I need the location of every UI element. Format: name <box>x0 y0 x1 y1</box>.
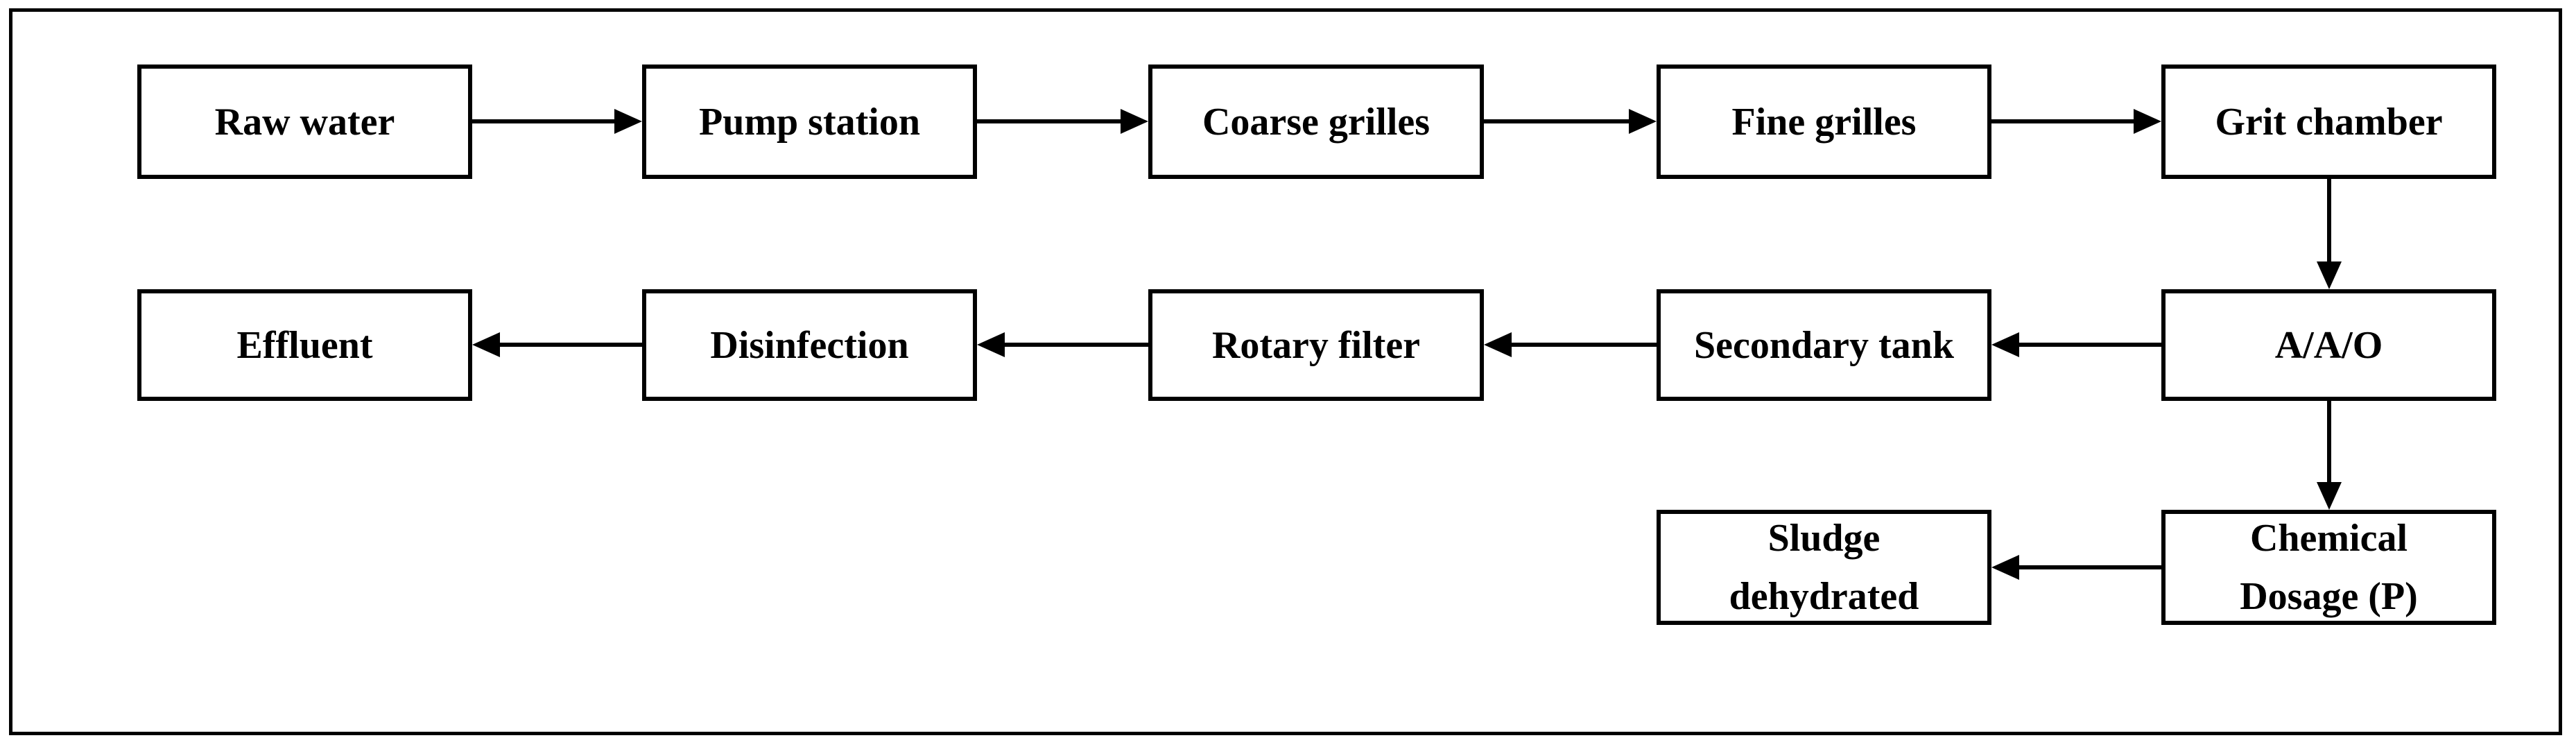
node-label: Sludge dehydrated <box>1729 517 1919 618</box>
node-sludge-dehydrated: Sludge dehydrated <box>1657 510 1991 625</box>
arrow-coarse-grilles-to-fine-grilles <box>1484 109 1657 134</box>
node-label: Disinfection <box>710 323 909 367</box>
node-fine-grilles: Fine grilles <box>1657 65 1991 179</box>
node-disinfection: Disinfection <box>642 289 977 401</box>
node-label: Fine grilles <box>1731 100 1917 144</box>
arrow-chemical-dosage-to-sludge-dehydrated <box>1991 555 2161 580</box>
arrow-disinfection-to-effluent <box>472 332 642 357</box>
node-label: Coarse grilles <box>1202 100 1430 144</box>
arrow-rotary-filter-to-disinfection <box>977 332 1148 357</box>
node-grit-chamber: Grit chamber <box>2161 65 2496 179</box>
node-label: Effluent <box>236 323 373 367</box>
node-label: Rotary filter <box>1211 323 1421 367</box>
figure-border <box>9 8 2562 735</box>
node-label: Raw water <box>214 100 395 144</box>
node-coarse-grilles: Coarse grilles <box>1148 65 1484 179</box>
node-secondary-tank: Secondary tank <box>1657 289 1991 401</box>
node-label: A/A/O <box>2274 323 2383 367</box>
arrow-pump-station-to-coarse-grilles <box>977 109 1148 134</box>
node-label: Grit chamber <box>2215 100 2443 144</box>
arrow-fine-grilles-to-grit-chamber <box>1991 109 2161 134</box>
node-label: Pump station <box>699 100 920 144</box>
arrow-grit-chamber-to-aao <box>2317 179 2342 289</box>
arrow-secondary-tank-to-rotary-filter <box>1484 332 1657 357</box>
arrow-raw-water-to-pump-station <box>472 109 642 134</box>
node-chemical-dosage-p: Chemical Dosage (P) <box>2161 510 2496 625</box>
node-aao: A/A/O <box>2161 289 2496 401</box>
node-rotary-filter: Rotary filter <box>1148 289 1484 401</box>
node-label: Chemical Dosage (P) <box>2240 517 2418 618</box>
node-pump-station: Pump station <box>642 65 977 179</box>
node-label: Secondary tank <box>1694 323 1954 367</box>
arrow-aao-to-chemical-dosage <box>2317 401 2342 510</box>
node-effluent: Effluent <box>137 289 472 401</box>
arrow-aao-to-secondary-tank <box>1991 332 2161 357</box>
node-raw-water: Raw water <box>137 65 472 179</box>
